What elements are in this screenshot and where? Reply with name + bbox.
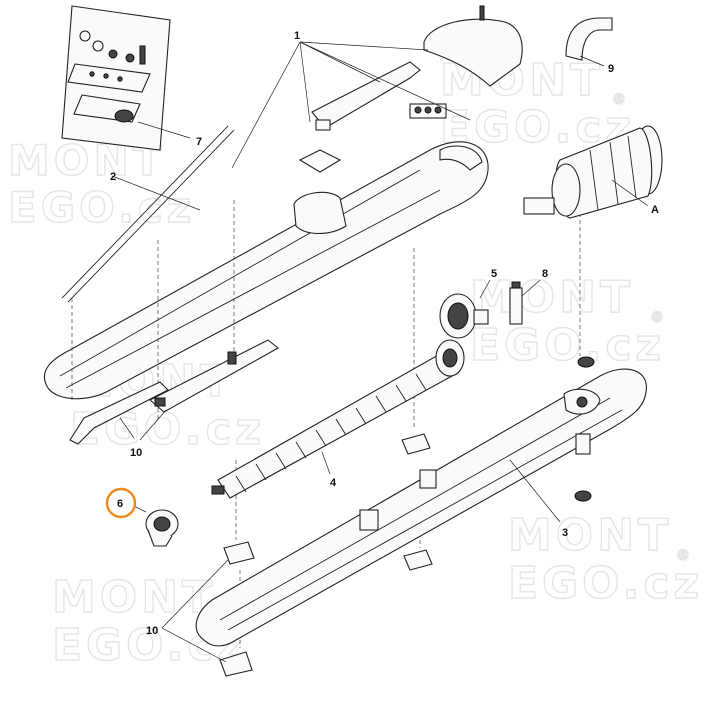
cap-screw [479, 5, 485, 21]
cover-rail [61, 125, 229, 299]
label-3: 3 [562, 527, 568, 539]
watermark-middle-right: MONT EGO.cz ® [469, 271, 668, 371]
bracket-arm [69, 381, 169, 445]
leader-7 [137, 121, 191, 139]
label-10-top: 10 [130, 447, 142, 459]
bushing [114, 109, 134, 123]
part-9-release-key: 9 [565, 17, 614, 75]
label-2: 2 [110, 171, 116, 183]
square-pads [219, 433, 433, 677]
label-6: 6 [117, 498, 123, 510]
label-9: 9 [608, 63, 614, 75]
part-6-end-cap: 6 [105, 485, 225, 547]
cable-gland [575, 433, 591, 455]
hole [103, 73, 109, 79]
svg-text:EGO.cz: EGO.cz [8, 183, 195, 232]
svg-text:®: ® [650, 310, 668, 326]
part-3-lower-housing: 3 [195, 368, 647, 647]
watermark-top-left: MONT EGO.cz [7, 135, 195, 232]
part-2-upper-housing: 2 [43, 125, 489, 400]
pad [403, 549, 433, 571]
bolt [139, 45, 146, 65]
nut [125, 53, 135, 63]
label-4: 4 [330, 477, 337, 489]
highlight-ring [105, 487, 137, 519]
pad [223, 541, 255, 565]
pad [219, 651, 253, 677]
motor-shaft [523, 197, 555, 215]
part-7-hardware-kit: 7 [61, 5, 202, 151]
label-1: 1 [294, 30, 300, 42]
svg-text:MONT: MONT [508, 510, 672, 561]
part-8-limit-switch: 8 [509, 268, 548, 325]
lower-housing [195, 368, 647, 647]
svg-text:MONT: MONT [52, 572, 216, 623]
clip [315, 119, 331, 131]
label-8: 8 [542, 268, 548, 280]
end-cap-cover [423, 18, 523, 87]
label-A: A [651, 204, 659, 216]
pad [401, 433, 431, 455]
limit-switch [509, 287, 523, 325]
part-10-brackets-top: 10 [69, 339, 279, 459]
terminal-block [409, 103, 447, 119]
nut [574, 490, 592, 502]
svg-text:MONT: MONT [470, 272, 634, 323]
nuts-right [574, 356, 595, 502]
nut [577, 356, 595, 368]
washer [92, 40, 104, 52]
lower-clip [298, 149, 342, 173]
release-key [565, 17, 613, 61]
svg-text:EGO.cz: EGO.cz [508, 558, 703, 609]
bearing [211, 485, 225, 495]
part-4-worm-screw: 4 [217, 339, 465, 499]
hole [117, 76, 123, 82]
motor-mount [293, 191, 347, 235]
svg-text:®: ® [676, 548, 694, 564]
nut [108, 49, 118, 59]
washer [79, 30, 91, 42]
mounting-plate-upper [67, 63, 151, 93]
leader-1 [299, 41, 429, 51]
label-5: 5 [491, 268, 497, 280]
svg-text:®: ® [612, 92, 630, 108]
part-1-covers: 1 [231, 5, 523, 173]
label-10-bottom: 10 [146, 625, 158, 637]
part-5-gear: 5 [439, 268, 497, 339]
hole [89, 71, 95, 77]
watermark-bottom-right: MONT EGO.cz ® [507, 509, 703, 609]
part-A-motor: A [523, 125, 663, 219]
label-7: 7 [196, 136, 202, 148]
part-10-pads-bottom: 10 [146, 559, 229, 663]
svg-text:EGO.cz: EGO.cz [470, 320, 665, 371]
upper-housing [43, 141, 489, 400]
